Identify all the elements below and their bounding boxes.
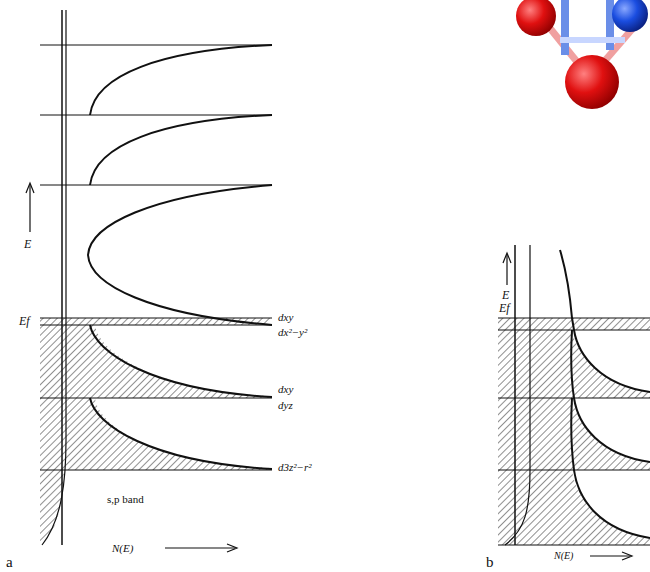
dos-panel-a	[26, 10, 272, 552]
orbital-label: dxy	[278, 384, 293, 395]
orbital-label: dx²−y²	[278, 327, 307, 338]
axis-label: N(E)	[554, 551, 573, 561]
band-label: s,p band	[106, 494, 145, 505]
orbital-label: dyz	[278, 400, 293, 411]
axis-label: E	[502, 289, 509, 301]
fermi-level-label: Ef	[18, 315, 31, 327]
orbital-label: dxy	[278, 312, 293, 323]
axis-label: E	[24, 238, 31, 250]
dos-panel-b	[498, 245, 650, 560]
orbital-label: d3z²−r²	[278, 462, 312, 473]
fermi-level-label: Ef	[498, 302, 511, 314]
panel-letter: b	[486, 555, 494, 570]
molecule-fragment	[516, 0, 648, 109]
panel-letter: a	[6, 555, 13, 570]
axis-label: N(E)	[112, 543, 133, 554]
